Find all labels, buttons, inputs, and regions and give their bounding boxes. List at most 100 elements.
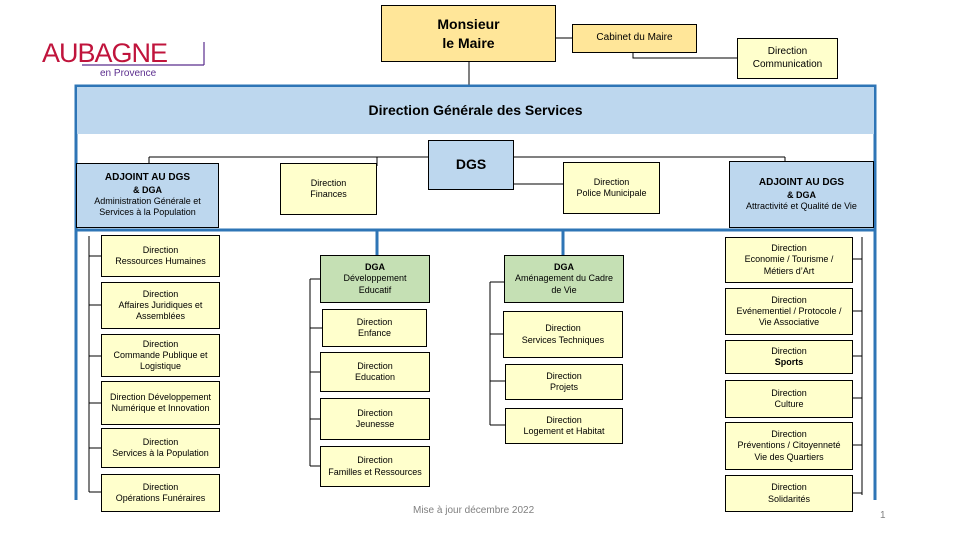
adjoint-left-line3: Administration Générale et <box>94 196 201 207</box>
dga-amenag-line2: Aménagement du Cadre <box>514 273 614 284</box>
direction-numerique-line1: Direction Développement <box>109 391 212 402</box>
communication-line2: Communication <box>752 58 823 70</box>
direction-logement-line2: Logement et Habitat <box>523 426 605 436</box>
adjoint-right-box: ADJOINT AU DGS & DGA Attractivité et Qua… <box>729 161 874 228</box>
direction-preventions-box: Direction Préventions / Citoyenneté Vie … <box>725 422 853 470</box>
direction-enfance-line2: Enfance <box>357 328 392 338</box>
direction-projets-box: Direction Projets <box>505 364 623 400</box>
dga-educ-line1: DGA <box>365 262 385 273</box>
dga-educ-line3: Educatif <box>358 284 392 295</box>
dga-amenag-box: DGA Aménagement du Cadre de Vie <box>504 255 624 303</box>
direction-jeunesse-box: Direction Jeunesse <box>320 398 430 440</box>
direction-population-line2: Services à la Population <box>112 448 209 458</box>
direction-commande-line3: Logistique <box>139 361 182 372</box>
dga-amenag-line3: de Vie <box>551 284 577 295</box>
direction-population-line1: Direction <box>142 436 179 447</box>
dgs-banner: Direction Générale des Services <box>77 87 874 134</box>
dga-educ-box: DGA Développement Educatif <box>320 255 430 303</box>
adjoint-right-line2: & DGA <box>787 189 816 200</box>
direction-juridique-line3: Assemblées <box>135 311 186 322</box>
police-line1: Direction <box>593 176 630 187</box>
cabinet-label: Cabinet du Maire <box>596 32 673 44</box>
direction-rh-line1: Direction <box>142 244 179 255</box>
direction-logement-box: Direction Logement et Habitat <box>505 408 623 444</box>
adjoint-left-line2: & DGA <box>133 184 162 195</box>
direction-commande-line1: Direction <box>142 338 179 349</box>
direction-numerique-box: Direction Développement Numérique et Inn… <box>101 381 220 425</box>
direction-funeraires-line2: Opérations Funéraires <box>115 493 206 503</box>
dgs-box: DGS <box>428 140 514 190</box>
direction-evenementiel-box: Direction Evénementiel / Protocole / Vie… <box>725 288 853 335</box>
police-box: Direction Police Municipale <box>563 162 660 214</box>
direction-techniques-line2: Services Techniques <box>521 334 605 345</box>
dga-educ-line2: Développement <box>343 273 407 284</box>
direction-juridique-line2: Affaires Juridiques et <box>118 299 203 310</box>
direction-juridique-box: Direction Affaires Juridiques et Assembl… <box>101 282 220 329</box>
adjoint-left-line1: ADJOINT AU DGS <box>104 172 191 184</box>
direction-solidarites-line2: Solidarités <box>767 493 811 504</box>
adjoint-right-line3: Attractivité et Qualité de Vie <box>746 200 857 211</box>
direction-education-line1: Direction <box>357 360 393 371</box>
adjoint-left-box: ADJOINT AU DGS & DGA Administration Géné… <box>76 163 219 228</box>
svg-text:en Provence: en Provence <box>100 68 157 79</box>
direction-familles-box: Direction Familles et Ressources <box>320 446 430 487</box>
direction-sports-box: Direction Sports <box>725 340 853 374</box>
direction-evenementiel-line3: Vie Associative <box>758 317 820 328</box>
direction-rh-box: Direction Ressources Humaines <box>101 235 220 277</box>
logo-graphic: AUBAGNE en Provence <box>42 38 205 79</box>
direction-techniques-line1: Direction <box>545 323 581 334</box>
dga-amenag-line1: DGA <box>554 262 574 273</box>
mayor-box: Monsieur le Maire <box>381 5 556 62</box>
direction-enfance-line1: Direction <box>356 316 393 327</box>
direction-solidarites-box: Direction Solidarités <box>725 475 853 512</box>
direction-techniques-box: Direction Services Techniques <box>503 311 623 358</box>
direction-familles-line1: Direction <box>357 455 393 466</box>
police-line2: Police Municipale <box>576 188 647 198</box>
aubagne-logo: AUBAGNE en Provence <box>42 38 207 83</box>
cabinet-box: Cabinet du Maire <box>572 24 697 53</box>
direction-numerique-line2: Numérique et Innovation <box>111 403 210 413</box>
direction-sports-line1: Direction <box>771 345 807 356</box>
adjoint-right-line1: ADJOINT AU DGS <box>758 177 845 188</box>
svg-text:AUBAGNE: AUBAGNE <box>42 38 167 68</box>
communication-line1: Direction <box>767 46 808 57</box>
direction-culture-box: Direction Culture <box>725 380 853 418</box>
direction-education-line2: Education <box>354 372 396 382</box>
finances-line2: Finances <box>310 189 347 199</box>
mayor-line2: le Maire <box>442 34 495 51</box>
direction-economie-line1: Direction <box>771 243 807 254</box>
direction-preventions-line2: Préventions / Citoyenneté <box>737 440 841 451</box>
direction-sports-line2: Sports <box>774 357 804 367</box>
direction-familles-line2: Familles et Ressources <box>328 466 422 477</box>
direction-rh-line2: Ressources Humaines <box>115 256 206 266</box>
dgs-label: DGS <box>455 156 487 173</box>
direction-population-box: Direction Services à la Population <box>101 428 220 468</box>
direction-enfance-box: Direction Enfance <box>322 309 427 347</box>
direction-economie-line3: Métiers d’Art <box>763 265 815 276</box>
direction-economie-line2: Economie / Tourisme / <box>744 254 834 265</box>
direction-education-box: Direction Education <box>320 352 430 392</box>
direction-commande-box: Direction Commande Publique et Logistiqu… <box>101 334 220 377</box>
direction-projets-line2: Projets <box>549 382 578 392</box>
direction-logement-line1: Direction <box>546 414 582 425</box>
update-note: Mise à jour décembre 2022 <box>413 505 535 516</box>
direction-culture-line2: Culture <box>774 399 804 409</box>
direction-preventions-line1: Direction <box>771 429 807 440</box>
finances-box: Direction Finances <box>280 163 377 215</box>
direction-preventions-line3: Vie des Quartiers <box>754 451 824 462</box>
mayor-line1: Monsieur <box>437 15 500 32</box>
direction-economie-box: Direction Economie / Tourisme / Métiers … <box>725 237 853 283</box>
direction-jeunesse-line1: Direction <box>357 407 393 418</box>
direction-evenementiel-line1: Direction <box>771 294 807 305</box>
direction-evenementiel-line2: Evénementiel / Protocole / <box>736 305 842 316</box>
direction-funeraires-line1: Direction <box>142 481 179 492</box>
communication-box: Direction Communication <box>737 38 838 79</box>
direction-commande-line2: Commande Publique et <box>113 349 208 360</box>
direction-solidarites-line1: Direction <box>771 482 807 493</box>
direction-culture-line1: Direction <box>771 387 807 398</box>
finances-line1: Direction <box>310 177 347 188</box>
direction-juridique-line1: Direction <box>142 288 179 299</box>
adjoint-left-line4: Services à la Population <box>99 207 196 218</box>
page-number: 1 <box>880 510 886 521</box>
